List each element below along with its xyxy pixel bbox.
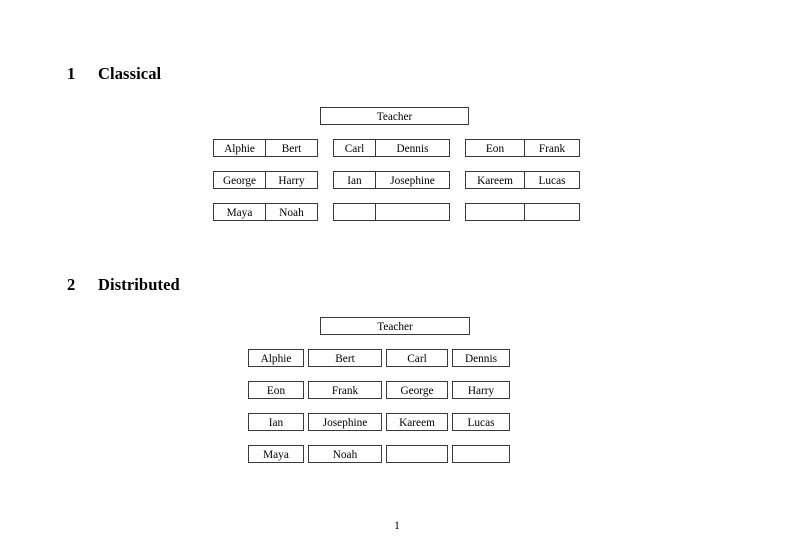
table-cell-empty (333, 203, 376, 221)
section-title: Distributed (98, 275, 180, 294)
table-cell: Maya (213, 203, 266, 221)
group-gap (318, 203, 333, 221)
classical-row-2: George Harry Ian Josephine Kareem Lucas (213, 171, 580, 189)
table-cell: Dennis (375, 139, 450, 157)
classical-group-3-row-2: Kareem Lucas (465, 171, 580, 189)
table-cell: Ian (333, 171, 376, 189)
group-gap (318, 171, 333, 189)
table-cell: Josephine (308, 413, 382, 431)
distributed-teacher-box: Teacher (320, 317, 470, 335)
table-cell: Eon (248, 381, 304, 399)
classical-group-3-row-3 (465, 203, 580, 221)
table-cell: Eon (465, 139, 525, 157)
distributed-row-1: Alphie Bert Carl Dennis (248, 349, 510, 367)
table-cell: Frank (524, 139, 580, 157)
classical-teacher-box: Teacher (320, 107, 469, 125)
classical-group-1-row-2: George Harry (213, 171, 318, 189)
page-number: 1 (394, 520, 400, 532)
table-cell: Josephine (375, 171, 450, 189)
table-cell: Alphie (213, 139, 266, 157)
table-cell: Kareem (465, 171, 525, 189)
table-cell: George (213, 171, 266, 189)
distributed-row-2: Eon Frank George Harry (248, 381, 510, 399)
table-cell-empty (465, 203, 525, 221)
table-cell: Noah (265, 203, 318, 221)
classical-group-2-row-3 (333, 203, 450, 221)
table-cell: Bert (265, 139, 318, 157)
table-cell-empty (524, 203, 580, 221)
distributed-row-3: Ian Josephine Kareem Lucas (248, 413, 510, 431)
section-heading-classical: 1 Classical (67, 64, 161, 84)
classical-row-3: Maya Noah (213, 203, 580, 221)
section-number: 2 (67, 275, 76, 294)
section-number: 1 (67, 64, 76, 83)
section-heading-distributed: 2 Distributed (67, 275, 180, 295)
table-cell: George (386, 381, 448, 399)
group-gap (318, 139, 333, 157)
table-cell: Lucas (524, 171, 580, 189)
table-cell: Dennis (452, 349, 510, 367)
group-gap (450, 139, 465, 157)
classical-group-3-row-1: Eon Frank (465, 139, 580, 157)
group-gap (450, 171, 465, 189)
distributed-row-4: Maya Noah (248, 445, 510, 463)
table-cell: Maya (248, 445, 304, 463)
group-gap (450, 203, 465, 221)
classical-group-1-row-3: Maya Noah (213, 203, 318, 221)
table-cell: Frank (308, 381, 382, 399)
table-cell-empty (375, 203, 450, 221)
table-cell: Harry (452, 381, 510, 399)
table-cell: Ian (248, 413, 304, 431)
table-cell-empty (452, 445, 510, 463)
table-cell: Bert (308, 349, 382, 367)
table-cell: Noah (308, 445, 382, 463)
classical-group-2-row-2: Ian Josephine (333, 171, 450, 189)
table-cell: Carl (386, 349, 448, 367)
table-cell: Harry (265, 171, 318, 189)
classical-group-1-row-1: Alphie Bert (213, 139, 318, 157)
table-cell: Carl (333, 139, 376, 157)
classical-group-2-row-1: Carl Dennis (333, 139, 450, 157)
table-cell-empty (386, 445, 448, 463)
table-cell: Kareem (386, 413, 448, 431)
table-cell: Lucas (452, 413, 510, 431)
section-title: Classical (98, 64, 162, 83)
classical-row-1: Alphie Bert Carl Dennis Eon Frank (213, 139, 580, 157)
table-cell: Alphie (248, 349, 304, 367)
